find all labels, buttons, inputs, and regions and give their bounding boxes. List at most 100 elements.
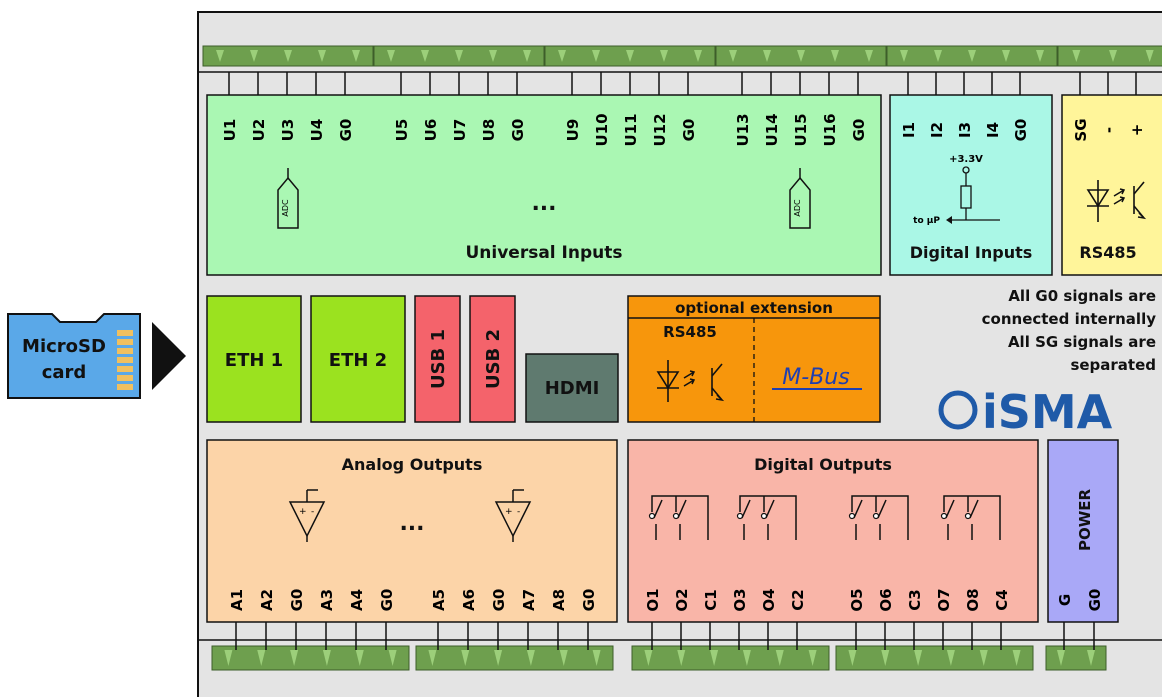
digital-inputs-box <box>889 94 1053 276</box>
analog-output-pin: A3 <box>318 589 336 611</box>
eth2-port[interactable]: ETH 2 <box>310 295 406 423</box>
analog-output-pin: A7 <box>520 589 538 611</box>
microsd-card[interactable]: MicroSD card <box>7 313 141 399</box>
analog-output-pin: A1 <box>228 589 246 611</box>
note-line: All G0 signals are <box>1008 287 1156 305</box>
digital-output-pin: O7 <box>935 588 953 611</box>
universal-input-pin: U4 <box>308 119 326 142</box>
rs485-pin: - <box>1100 127 1118 133</box>
terminal-screw-icon <box>742 650 751 666</box>
terminal-screw-icon <box>763 50 771 62</box>
terminal-screw-icon <box>1087 650 1095 666</box>
hdmi-port[interactable]: HDMI <box>525 353 619 423</box>
rs485-panel: SG-+ RS485 <box>1061 94 1162 276</box>
digital-output-pin: O5 <box>848 588 866 611</box>
eth1-port[interactable]: ETH 1 <box>206 295 302 423</box>
terminal-screw-icon <box>322 650 331 666</box>
universal-input-pin: U14 <box>763 113 781 146</box>
terminal-screw-icon <box>881 650 890 666</box>
terminal-screw-icon <box>1036 50 1044 62</box>
power-title: POWER <box>1076 489 1094 552</box>
universal-input-pin: G0 <box>680 119 698 142</box>
sd-card-body <box>7 313 141 399</box>
universal-input-pin: U8 <box>480 119 498 142</box>
adc-icon: ADC <box>789 168 811 229</box>
extension-optocoupler-icon <box>656 360 725 402</box>
digital-input-pin: G0 <box>1012 119 1030 142</box>
terminal-screw-icon <box>592 650 601 666</box>
sd-card-label-line1: MicroSD <box>22 336 106 357</box>
relay-icon <box>648 495 709 540</box>
digital-output-pin: O3 <box>731 588 749 611</box>
hdmi-label: HDMI <box>545 378 600 399</box>
digital-inputs-title: Digital Inputs <box>910 243 1033 262</box>
terminal-screw-icon <box>1002 50 1010 62</box>
universal-inputs-title: Universal Inputs <box>465 243 622 263</box>
terminal-screw-icon <box>257 650 266 666</box>
universal-input-pin: G0 <box>337 119 355 142</box>
digital-output-pin: O1 <box>644 588 662 611</box>
analog-output-pin: A8 <box>550 589 568 611</box>
analog-output-pin: A2 <box>258 589 276 611</box>
analog-output-pin: G0 <box>378 589 396 612</box>
universal-input-pin: U2 <box>250 119 268 142</box>
universal-input-pin: U15 <box>792 113 810 146</box>
terminal-screw-icon <box>216 50 224 62</box>
power-box <box>1047 439 1119 623</box>
relay-icons <box>648 495 1001 540</box>
usb1-port[interactable]: USB 1 <box>414 295 461 423</box>
terminal-screw-icon <box>526 650 535 666</box>
svg-text:+: + <box>505 507 513 517</box>
terminal-screw-icon <box>934 50 942 62</box>
analog-output-pin: G0 <box>580 589 598 612</box>
eth1-label: ETH 1 <box>225 350 283 371</box>
analog-outputs-title: Analog Outputs <box>342 455 483 474</box>
optocoupler-icon <box>1086 180 1147 222</box>
digital-output-pin: O4 <box>760 588 778 611</box>
svg-text:-: - <box>311 507 314 517</box>
terminal-screw-icon <box>1072 50 1081 62</box>
digital-input-pin: I2 <box>928 122 946 138</box>
relay-icon <box>736 495 797 540</box>
universal-input-pin: U11 <box>622 113 640 146</box>
digital-output-pin: O8 <box>964 588 982 611</box>
terminal-screw-icon <box>694 50 702 62</box>
terminal-screw-icon <box>455 50 463 62</box>
terminal-screw-icon <box>355 650 364 666</box>
adc-label: ADC <box>281 199 290 217</box>
terminal-block <box>835 645 1034 671</box>
rs485-title: RS485 <box>1079 243 1136 262</box>
terminal-screw-icon <box>710 650 719 666</box>
rs485-box <box>1061 94 1162 276</box>
terminal-screw-icon <box>968 50 976 62</box>
universal-input-pin: U3 <box>279 119 297 142</box>
note-line: connected internally <box>982 310 1157 328</box>
terminal-screw-icon <box>1012 650 1021 666</box>
terminal-screw-icon <box>729 50 737 62</box>
digital-input-pin: I4 <box>984 122 1002 138</box>
universal-input-pin: U6 <box>422 119 440 142</box>
top-terminal-blocks <box>202 45 1162 67</box>
isma-logo: iSMA <box>938 385 1113 439</box>
terminal-screw-icon <box>318 50 326 62</box>
extension-title: optional extension <box>675 299 833 317</box>
terminal-block <box>631 645 830 671</box>
terminal-screw-icon <box>250 50 258 62</box>
usb2-port[interactable]: USB 2 <box>469 295 516 423</box>
universal-input-pin: U12 <box>651 113 669 146</box>
terminal-screw-icon <box>865 50 873 62</box>
terminal-screw-icon <box>558 50 566 62</box>
terminal-screw-icon <box>831 50 839 62</box>
usb2-label: USB 2 <box>483 329 504 389</box>
universal-input-pin: U1 <box>221 119 239 142</box>
universal-inputs-ellipsis: ... <box>531 191 556 216</box>
digital-output-pin: O2 <box>673 588 691 611</box>
analog-output-pin: G0 <box>288 589 306 612</box>
